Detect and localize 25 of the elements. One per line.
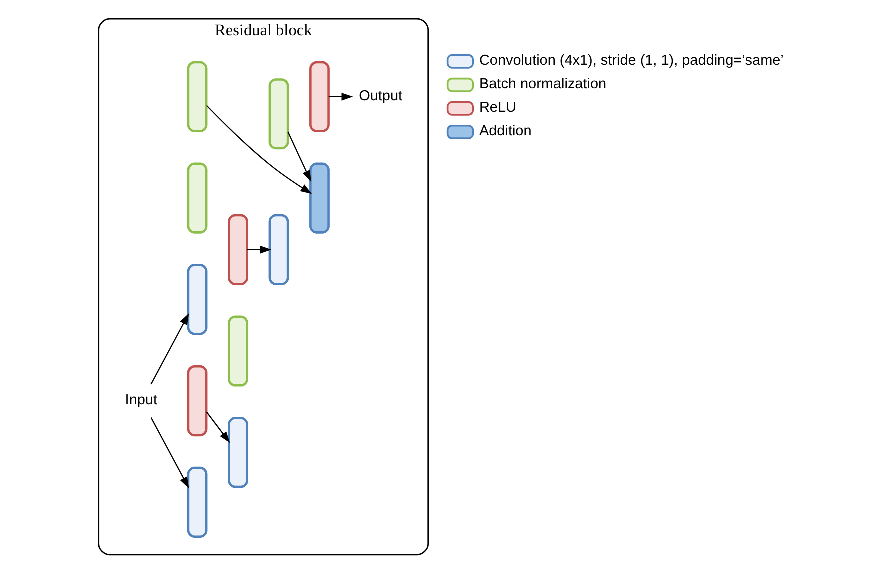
arrow: [287, 132, 311, 182]
arrow: [206, 105, 312, 194]
legend-label: ReLU: [478, 100, 516, 116]
node-bar: [186, 162, 208, 234]
node-bar: [186, 264, 208, 336]
node-bar: [309, 162, 330, 234]
node-bar: [186, 466, 208, 538]
arrow: [328, 92, 353, 101]
node-bar: [186, 61, 208, 132]
node-text: Output: [358, 88, 402, 104]
arrow: [246, 246, 272, 254]
arrow: [150, 314, 189, 385]
arrow: [150, 418, 189, 489]
node-bar: [228, 316, 248, 387]
node-bar: [309, 61, 330, 132]
legend-label: Batch normalization: [478, 76, 606, 93]
arrow: [206, 412, 230, 444]
node-bar: [268, 78, 289, 150]
node-bar: [268, 214, 289, 286]
legend-label: Addition: [478, 124, 532, 140]
node-text: Input: [124, 392, 157, 408]
legend-label: Convolution (4x1), stride (1, 1), padding=‘same’: [478, 53, 784, 70]
node-bar: [228, 417, 248, 488]
node-bar: [186, 366, 208, 437]
node-bar: [228, 214, 248, 286]
